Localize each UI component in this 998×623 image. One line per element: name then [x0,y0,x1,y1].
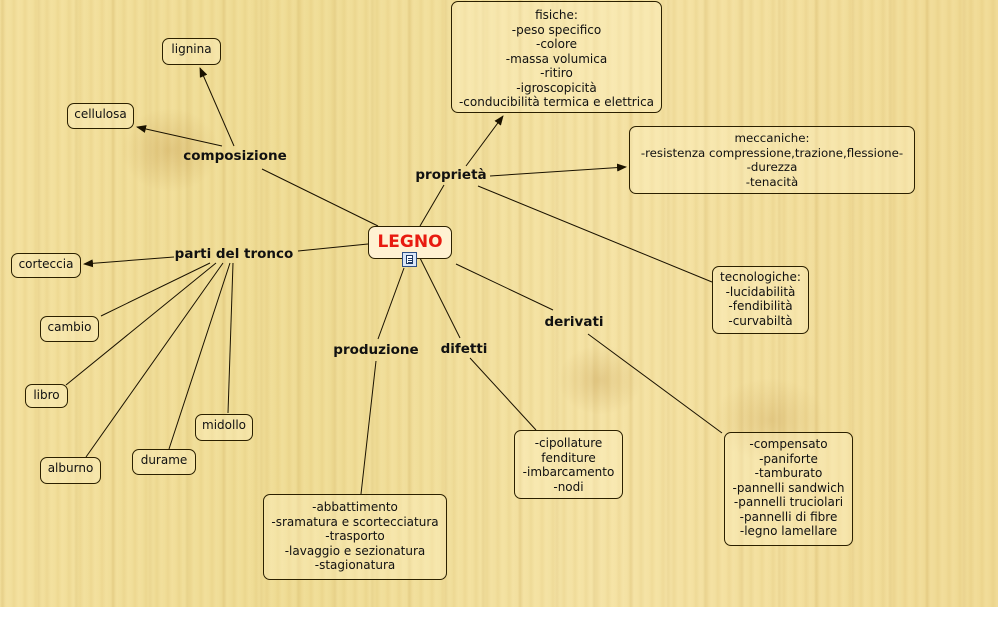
link-parti-alburno [85,262,224,458]
link-proprieta-fisiche [465,115,504,167]
label-difetti[interactable]: difetti [440,341,488,357]
node-libro[interactable]: libro [25,384,68,408]
node-midollo[interactable]: midollo [195,414,253,441]
link-difetti-box [469,357,537,431]
link-parti-libro [65,262,217,386]
node-lignina[interactable]: lignina [162,38,221,65]
node-durame[interactable]: durame [132,449,196,475]
link-composizione-cellulosa [136,125,223,147]
label-composizione[interactable]: composizione [183,148,287,164]
node-meccaniche[interactable]: meccaniche: -resistenza compressione,tra… [629,126,915,194]
node-alburno[interactable]: alburno [40,457,101,484]
link-center-difetti [419,257,461,339]
link-center-parti [297,243,369,252]
link-composizione-lignina [199,67,235,147]
link-center-derivati [455,263,554,311]
document-icon[interactable] [402,252,417,267]
link-center-composizione [261,168,379,227]
concept-map-canvas: LEGNO composizione parti del tronco prop… [0,0,998,607]
node-cambio[interactable]: cambio [40,316,99,342]
node-derivati[interactable]: -compensato -paniforte -tamburato -panne… [724,432,853,546]
link-produzione-box [360,360,377,495]
link-parti-corteccia [83,256,175,268]
node-fisiche[interactable]: fisiche: -peso specifico -colore -massa … [451,1,662,113]
node-corteccia[interactable]: corteccia [11,253,81,278]
link-derivati-box [587,333,723,434]
link-parti-cambio [100,262,211,317]
link-proprieta-meccaniche [489,163,627,177]
label-derivati[interactable]: derivati [544,314,604,330]
link-center-proprieta [419,184,445,227]
link-parti-midollo [227,262,234,414]
link-proprieta-tecnologiche [477,185,713,283]
label-proprieta[interactable]: proprietà [415,167,487,183]
node-tecnologiche[interactable]: tecnologiche: -lucidabilità -fendibilità… [712,266,809,334]
label-parti-del-tronco[interactable]: parti del tronco [174,246,294,262]
label-produzione[interactable]: produzione [333,342,419,358]
connection-lines [65,67,723,495]
node-cellulosa[interactable]: cellulosa [67,103,134,129]
node-produzione[interactable]: -abbattimento -sramatura e scortecciatur… [263,494,447,580]
node-difetti[interactable]: -cipollature fenditure -imbarcamento -no… [514,430,623,499]
link-parti-durame [168,262,231,450]
link-center-produzione [377,267,405,340]
